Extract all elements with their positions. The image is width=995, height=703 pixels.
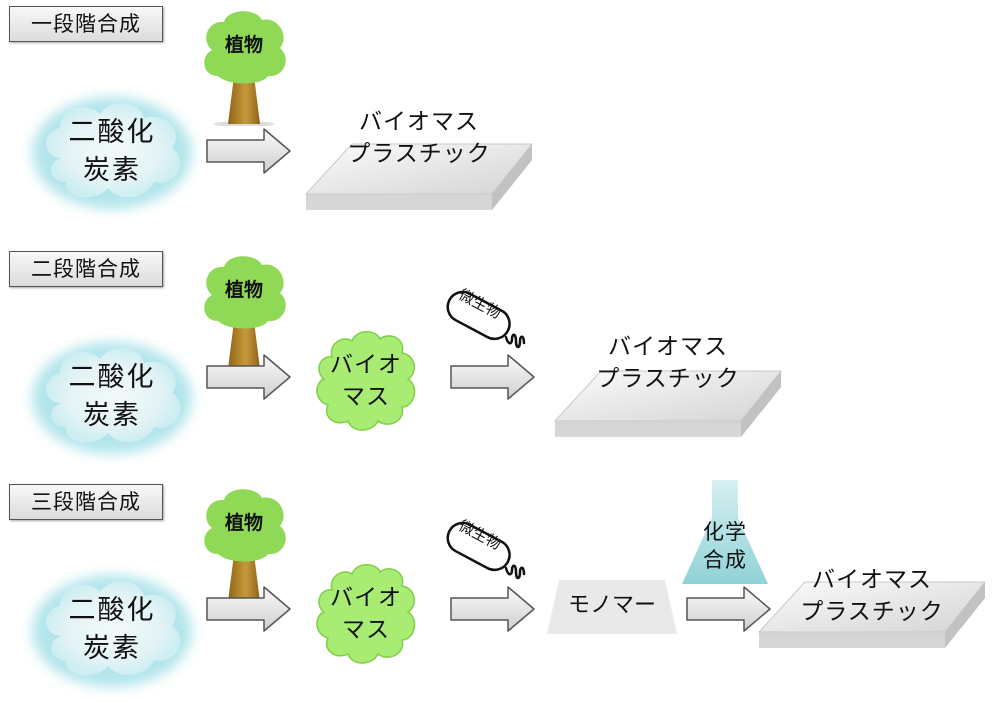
row-title: 一段階合成 bbox=[9, 6, 163, 42]
microbe-icon bbox=[446, 521, 526, 580]
row-title: 二段階合成 bbox=[9, 251, 163, 287]
microbe-icon bbox=[446, 290, 526, 349]
plastic-line1: バイオマス bbox=[812, 567, 932, 593]
row-two-step: 二段階合成 二酸化 炭素 植物 バイオ マス bbox=[0, 245, 995, 470]
co2-line2: 炭素 bbox=[83, 155, 141, 186]
row-one-step: 一段階合成 二酸化 炭素 植物 バイオマス プラスチック bbox=[0, 0, 995, 225]
biomass-plastic: バイオマス プラスチック bbox=[545, 325, 791, 465]
co2-line2: 炭素 bbox=[83, 633, 141, 664]
biomass-blob: バイオ マス bbox=[310, 327, 422, 435]
co2-line2: 炭素 bbox=[83, 400, 141, 431]
plastic-sheet-icon bbox=[757, 581, 987, 648]
arrow-icon bbox=[450, 586, 535, 632]
arrow-icon bbox=[206, 128, 291, 174]
chem-line1: 化学 bbox=[703, 520, 747, 544]
co2-line1: 二酸化 bbox=[68, 117, 156, 148]
plant-tree: 植物 bbox=[198, 6, 290, 126]
arrow-icon bbox=[686, 586, 771, 632]
cloud-icon bbox=[32, 97, 192, 209]
biomass-blob-icon bbox=[316, 564, 416, 664]
chem-line2: 合成 bbox=[703, 548, 747, 572]
biomass-blob: バイオ マス bbox=[310, 560, 422, 668]
biomass-line2: マス bbox=[342, 617, 390, 643]
biomass-plastic: バイオマス プラスチック bbox=[749, 536, 995, 676]
plastic-line2: プラスチック bbox=[596, 366, 740, 392]
plastic-line1: バイオマス bbox=[359, 109, 479, 135]
co2-line1: 二酸化 bbox=[68, 595, 156, 626]
co2-cloud: 二酸化 炭素 bbox=[22, 333, 202, 463]
plastic-line1: バイオマス bbox=[608, 334, 728, 360]
microbe: 微生物 bbox=[440, 516, 530, 588]
arrow-icon bbox=[206, 586, 291, 632]
row-title: 三段階合成 bbox=[9, 484, 163, 520]
co2-cloud: 二酸化 炭素 bbox=[22, 88, 202, 218]
plastic-sheet-icon bbox=[553, 370, 783, 437]
arrow-icon bbox=[450, 354, 535, 400]
row-three-step: 三段階合成 二酸化 炭素 植物 バイオ マス bbox=[0, 478, 995, 703]
microbe: 微生物 bbox=[440, 285, 530, 357]
plant-label: 植物 bbox=[224, 512, 263, 534]
plastic-line2: プラスチック bbox=[800, 599, 944, 625]
biomass-line1: バイオ bbox=[330, 352, 402, 378]
tree-icon bbox=[204, 11, 286, 126]
biomass-line2: マス bbox=[342, 384, 390, 410]
monomer-shape-icon bbox=[547, 580, 677, 634]
arrow-icon bbox=[206, 354, 291, 400]
plastic-sheet-icon bbox=[304, 143, 534, 210]
biomass-plastic: バイオマス プラスチック bbox=[296, 98, 542, 238]
chemical-synthesis-flask: 化学 合成 bbox=[678, 478, 772, 590]
biomass-blob-icon bbox=[316, 331, 416, 431]
biomass-line1: バイオ bbox=[330, 585, 402, 611]
cloud-icon bbox=[32, 342, 192, 454]
cloud-icon bbox=[32, 575, 192, 687]
plant-label: 植物 bbox=[224, 279, 263, 301]
monomer: モノマー bbox=[545, 576, 679, 638]
plant-label: 植物 bbox=[224, 34, 263, 56]
flask-icon bbox=[682, 480, 768, 584]
co2-line1: 二酸化 bbox=[68, 362, 156, 393]
plastic-line2: プラスチック bbox=[347, 141, 491, 167]
monomer-label: モノマー bbox=[567, 593, 656, 618]
co2-cloud: 二酸化 炭素 bbox=[22, 566, 202, 696]
